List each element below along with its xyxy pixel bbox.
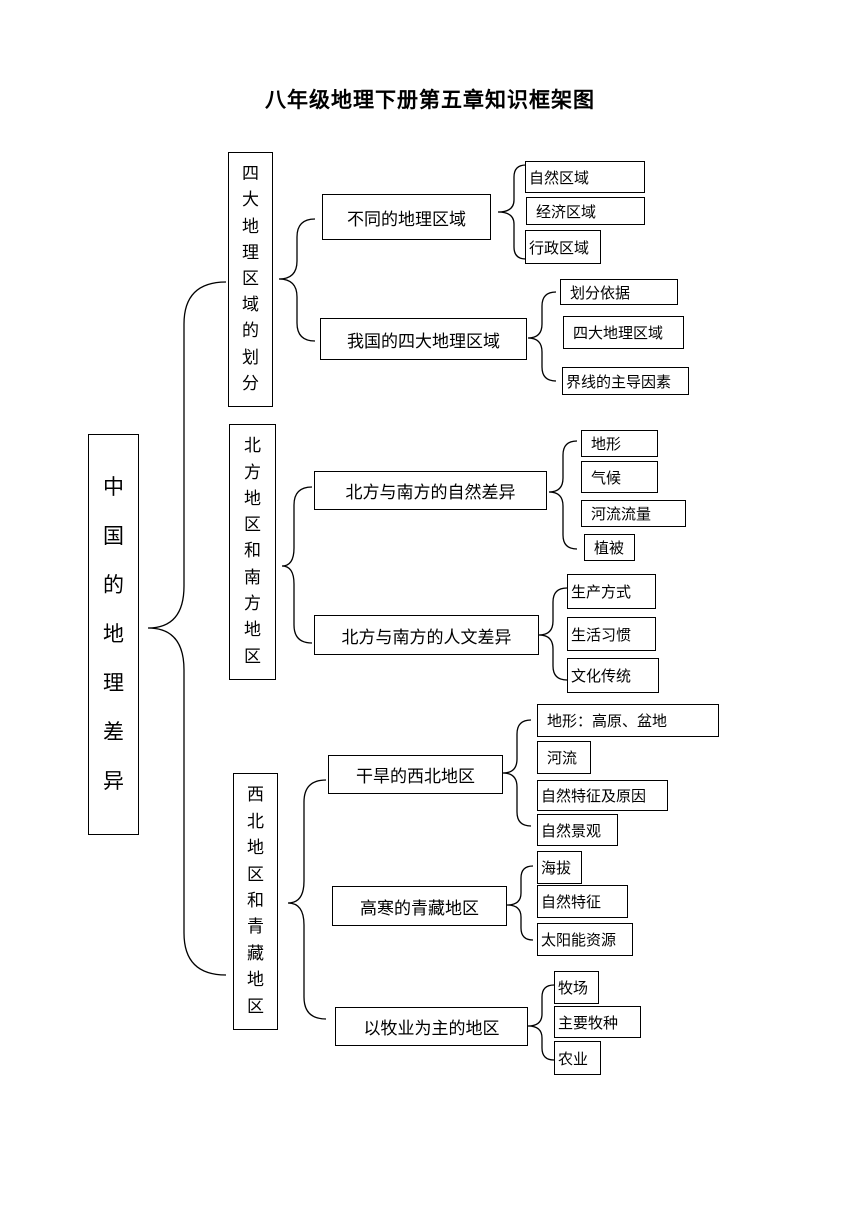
item-box: 经济区域: [526, 197, 645, 225]
root-label-char: 理: [103, 671, 124, 695]
item-box: 主要牧种: [554, 1006, 641, 1038]
page-title: 八年级地理下册第五章知识框架图: [265, 88, 595, 112]
section-brace-northwest-tibet: [287, 779, 327, 1020]
item-box: 气候: [581, 461, 658, 493]
topic-box: 高寒的青藏地区: [332, 886, 507, 926]
item-box: 行政区域: [525, 230, 601, 264]
item-box: 四大地理区域: [563, 316, 684, 349]
section-brace-north-south: [281, 486, 313, 644]
topic-brace: [527, 291, 557, 382]
section-label-char: 地: [242, 216, 259, 237]
section-label-char: 区: [247, 864, 264, 885]
section-label-char: 域: [242, 295, 259, 316]
section-label-char: 区: [244, 515, 261, 536]
section-label-char: 北: [244, 436, 261, 457]
section-label-char: 北: [247, 811, 264, 832]
section-label-char: 西: [247, 785, 264, 806]
root-label-char: 异: [103, 769, 124, 793]
section-label-char: 方: [244, 462, 261, 483]
section-label-char: 南: [244, 567, 261, 588]
section-label-char: 藏: [247, 943, 264, 964]
section-box-north-south: 北方地区和南方地区: [229, 424, 276, 680]
item-box: 太阳能资源: [537, 923, 633, 956]
item-box: 自然特征及原因: [537, 780, 668, 811]
section-label-char: 和: [247, 890, 264, 911]
section-label-char: 青: [247, 917, 264, 938]
section-label-char: 地: [244, 620, 261, 641]
item-box: 生产方式: [567, 574, 656, 609]
section-label-char: 区: [247, 996, 264, 1017]
item-box: 农业: [554, 1041, 601, 1075]
section-label-char: 理: [242, 242, 259, 263]
section-label-char: 大: [242, 190, 259, 211]
topic-box: 以牧业为主的地区: [335, 1007, 528, 1046]
section-label-char: 的: [242, 321, 259, 342]
item-box: 生活习惯: [567, 617, 656, 651]
topic-brace: [538, 587, 568, 681]
item-box: 文化传统: [567, 658, 659, 693]
topic-box: 不同的地理区域: [322, 194, 491, 240]
item-box: 河流: [537, 741, 591, 774]
topic-box: 北方与南方的自然差异: [314, 471, 547, 510]
section-label-char: 四: [242, 164, 259, 185]
root-brace: [147, 281, 227, 976]
item-box: 河流流量: [581, 500, 686, 527]
section-label-char: 地: [244, 488, 261, 509]
section-label-char: 地: [247, 838, 264, 859]
topic-brace: [506, 865, 534, 941]
section-label-char: 方: [244, 594, 261, 615]
section-box-northwest-tibet: 西北地区和青藏地区: [233, 773, 278, 1030]
section-box-four-regions: 四大地理区域的划分: [228, 152, 273, 407]
item-box: 植被: [584, 534, 635, 561]
item-box: 地形: [581, 430, 658, 457]
section-label-char: 区: [242, 268, 259, 289]
root-label-char: 的: [103, 573, 124, 597]
item-box: 自然景观: [537, 814, 618, 846]
section-label-char: 地: [247, 970, 264, 991]
root-label-char: 地: [103, 622, 124, 646]
topic-box: 我国的四大地理区域: [320, 318, 527, 360]
section-label-char: 划: [242, 347, 259, 368]
item-box: 自然特征: [537, 885, 628, 918]
topic-brace: [527, 984, 555, 1061]
root-label-char: 差: [103, 720, 124, 744]
root-label-char: 国: [103, 524, 124, 548]
section-label-char: 区: [244, 646, 261, 667]
item-box: 划分依据: [560, 279, 678, 305]
item-box: 地形：高原、盆地: [537, 704, 719, 737]
root-topic-box: 中国的地理差异: [88, 434, 139, 835]
item-box: 牧场: [554, 971, 599, 1004]
topic-brace: [548, 440, 578, 550]
section-label-char: 分: [242, 373, 259, 394]
section-label-char: 和: [244, 541, 261, 562]
item-box: 海拔: [537, 851, 582, 884]
item-box: 界线的主导因素: [562, 367, 689, 395]
item-box: 自然区域: [525, 161, 645, 193]
section-brace-four-regions: [278, 218, 316, 342]
topic-brace: [502, 719, 532, 827]
root-label-char: 中: [103, 475, 124, 499]
topic-brace: [497, 164, 527, 260]
topic-box: 北方与南方的人文差异: [314, 615, 539, 655]
topic-box: 干旱的西北地区: [328, 755, 503, 794]
